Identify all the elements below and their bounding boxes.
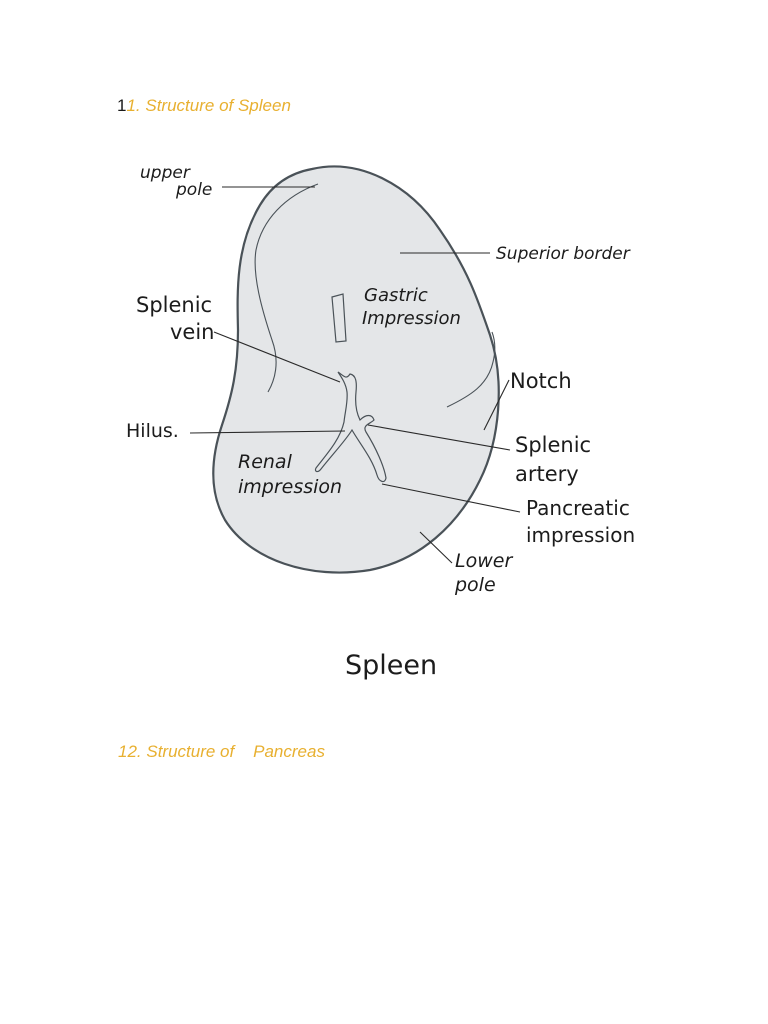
notch-shading (446, 331, 496, 408)
label-notch: Notch (510, 369, 572, 393)
label-hilus: Hilus. (126, 420, 179, 442)
label-pancreatic-line2: impression (526, 523, 635, 547)
spleen-outline (212, 165, 500, 574)
section-heading-pancreas: 12. Structure of Pancreas (118, 742, 325, 762)
label-superior-border: Superior border (496, 244, 631, 264)
leader-hilus (189, 430, 346, 434)
section-title-spleen: 1. Structure of Spleen (126, 96, 291, 115)
spleen-diagram: upper pole Superior border Gastric Impre… (126, 163, 635, 681)
label-renal-line1: Renal (238, 451, 293, 473)
label-gastric-line1: Gastric (364, 285, 428, 306)
label-pancreatic-line1: Pancreatic (526, 496, 630, 520)
label-splenic-artery-line2: artery (515, 462, 579, 486)
hilar-vessels (314, 371, 387, 483)
label-gastric-line2: Impression (362, 308, 461, 329)
label-splenic-artery-line1: Splenic (515, 433, 591, 457)
label-lower-pole-line1: Lower (455, 550, 513, 572)
label-splenic-vein-line2: vein (170, 320, 215, 344)
label-splenic-vein-line1: Splenic (136, 293, 212, 317)
section-title-pancreas: 12. Structure of Pancreas (118, 742, 325, 761)
leader-splenic-vein (213, 331, 341, 383)
label-upper-pole-line2: pole (175, 180, 212, 200)
section-number-prefix: 1 (117, 96, 127, 115)
upper-edge-shading (254, 183, 319, 393)
leader-notch (483, 379, 510, 431)
leader-lower-pole (419, 531, 453, 564)
label-upper-pole-line1: upper (140, 163, 191, 183)
leader-splenic-artery (367, 424, 511, 451)
label-lower-pole-line2: pole (454, 574, 496, 596)
figure-caption: Spleen (345, 650, 437, 681)
leader-pancreatic (381, 483, 521, 513)
section-heading-spleen: 11. Structure of Spleen (117, 96, 291, 116)
gastric-mark (331, 293, 347, 343)
label-renal-line2: impression (238, 476, 342, 498)
